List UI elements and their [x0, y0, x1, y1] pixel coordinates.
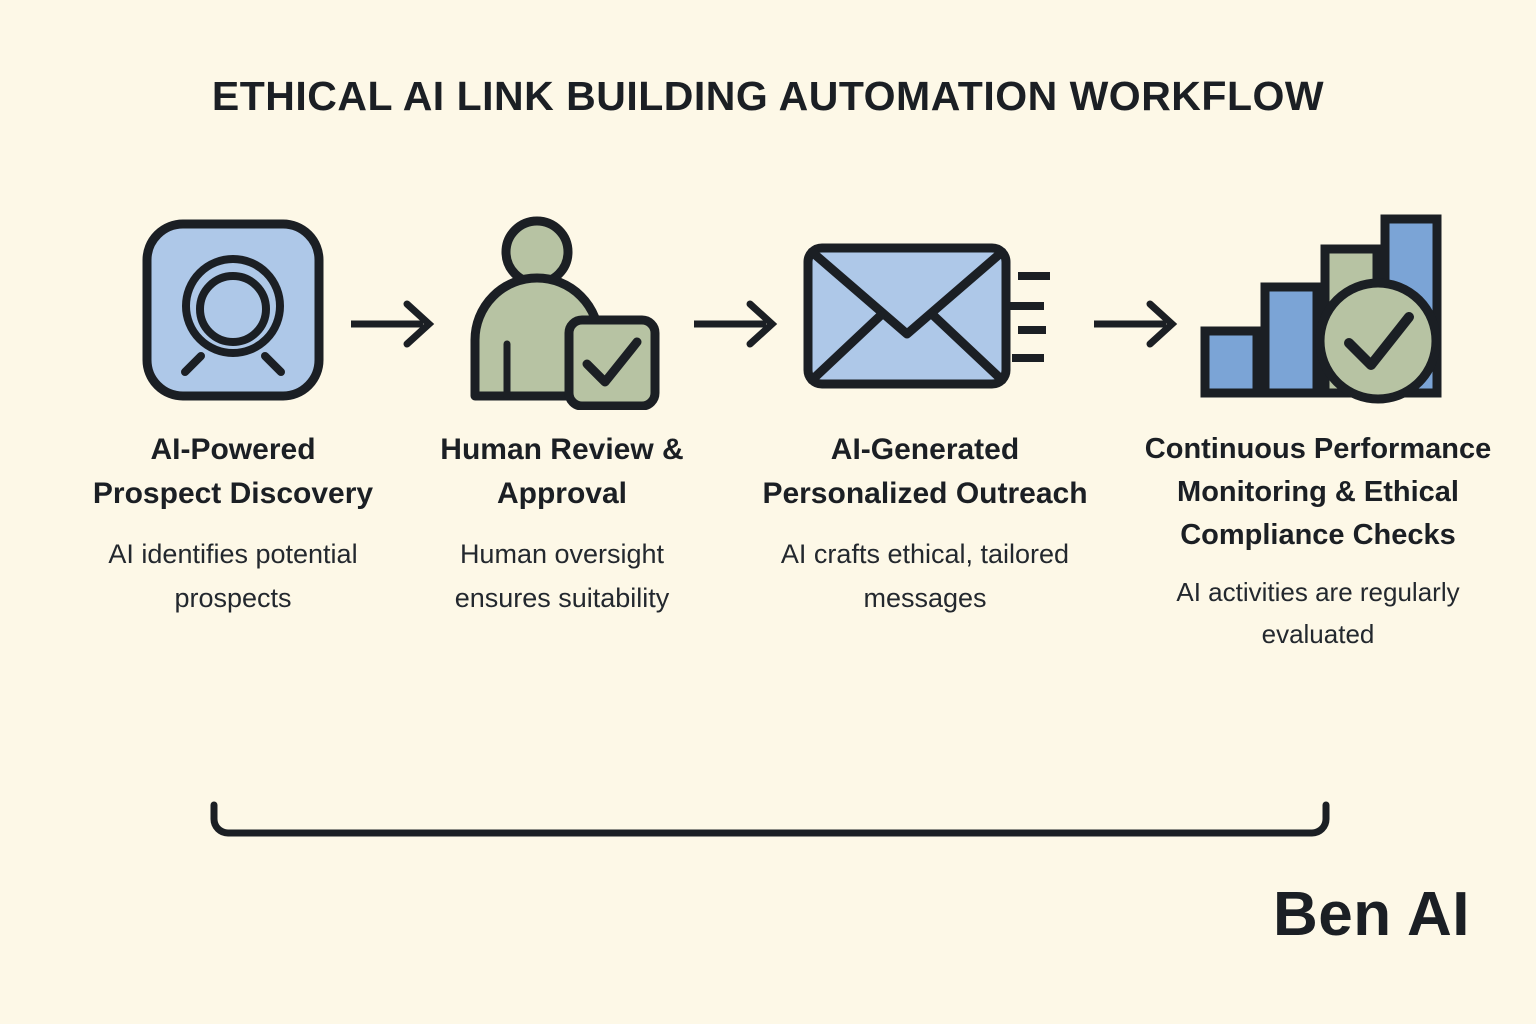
step-4-description: AI activities are regularly evaluated [1176, 576, 1460, 649]
page-title: ETHICAL AI LINK BUILDING AUTOMATION WORK… [211, 73, 1325, 119]
magnifying-glass-icon [92, 210, 374, 410]
step-1-description: AI identifies potential prospects [108, 538, 358, 613]
person-check-icon [412, 210, 712, 410]
workflow-step-4: Continuous Performance Monitoring & Ethi… [1138, 210, 1498, 655]
arrow-step2-to-step3 [688, 296, 788, 352]
arrow-step3-to-step4 [1088, 296, 1188, 352]
workflow-step-3: AI-Generated Personalized Outreach AI cr… [760, 210, 1090, 620]
bar-chart-check-icon [1138, 210, 1498, 410]
arrow-step1-to-step2 [345, 296, 445, 352]
step-2-title: Human Review & Approval [440, 433, 684, 511]
envelope-send-icon [760, 210, 1090, 410]
workflow-step-1: AI-Powered Prospect Discovery AI identif… [92, 210, 374, 620]
brand-logo: Ben AI [1272, 880, 1470, 949]
step-2-description: Human oversight ensures suitability [454, 538, 670, 613]
step-4-title: Continuous Performance Monitoring & Ethi… [1144, 433, 1492, 551]
step-1-title: AI-Powered Prospect Discovery [92, 433, 374, 511]
workflow-span-bracket [200, 795, 1340, 855]
workflow-step-2: Human Review & Approval Human oversight … [412, 210, 712, 620]
step-3-description: AI crafts ethical, tailored messages [780, 538, 1070, 613]
step-3-title: AI-Generated Personalized Outreach [762, 433, 1088, 511]
